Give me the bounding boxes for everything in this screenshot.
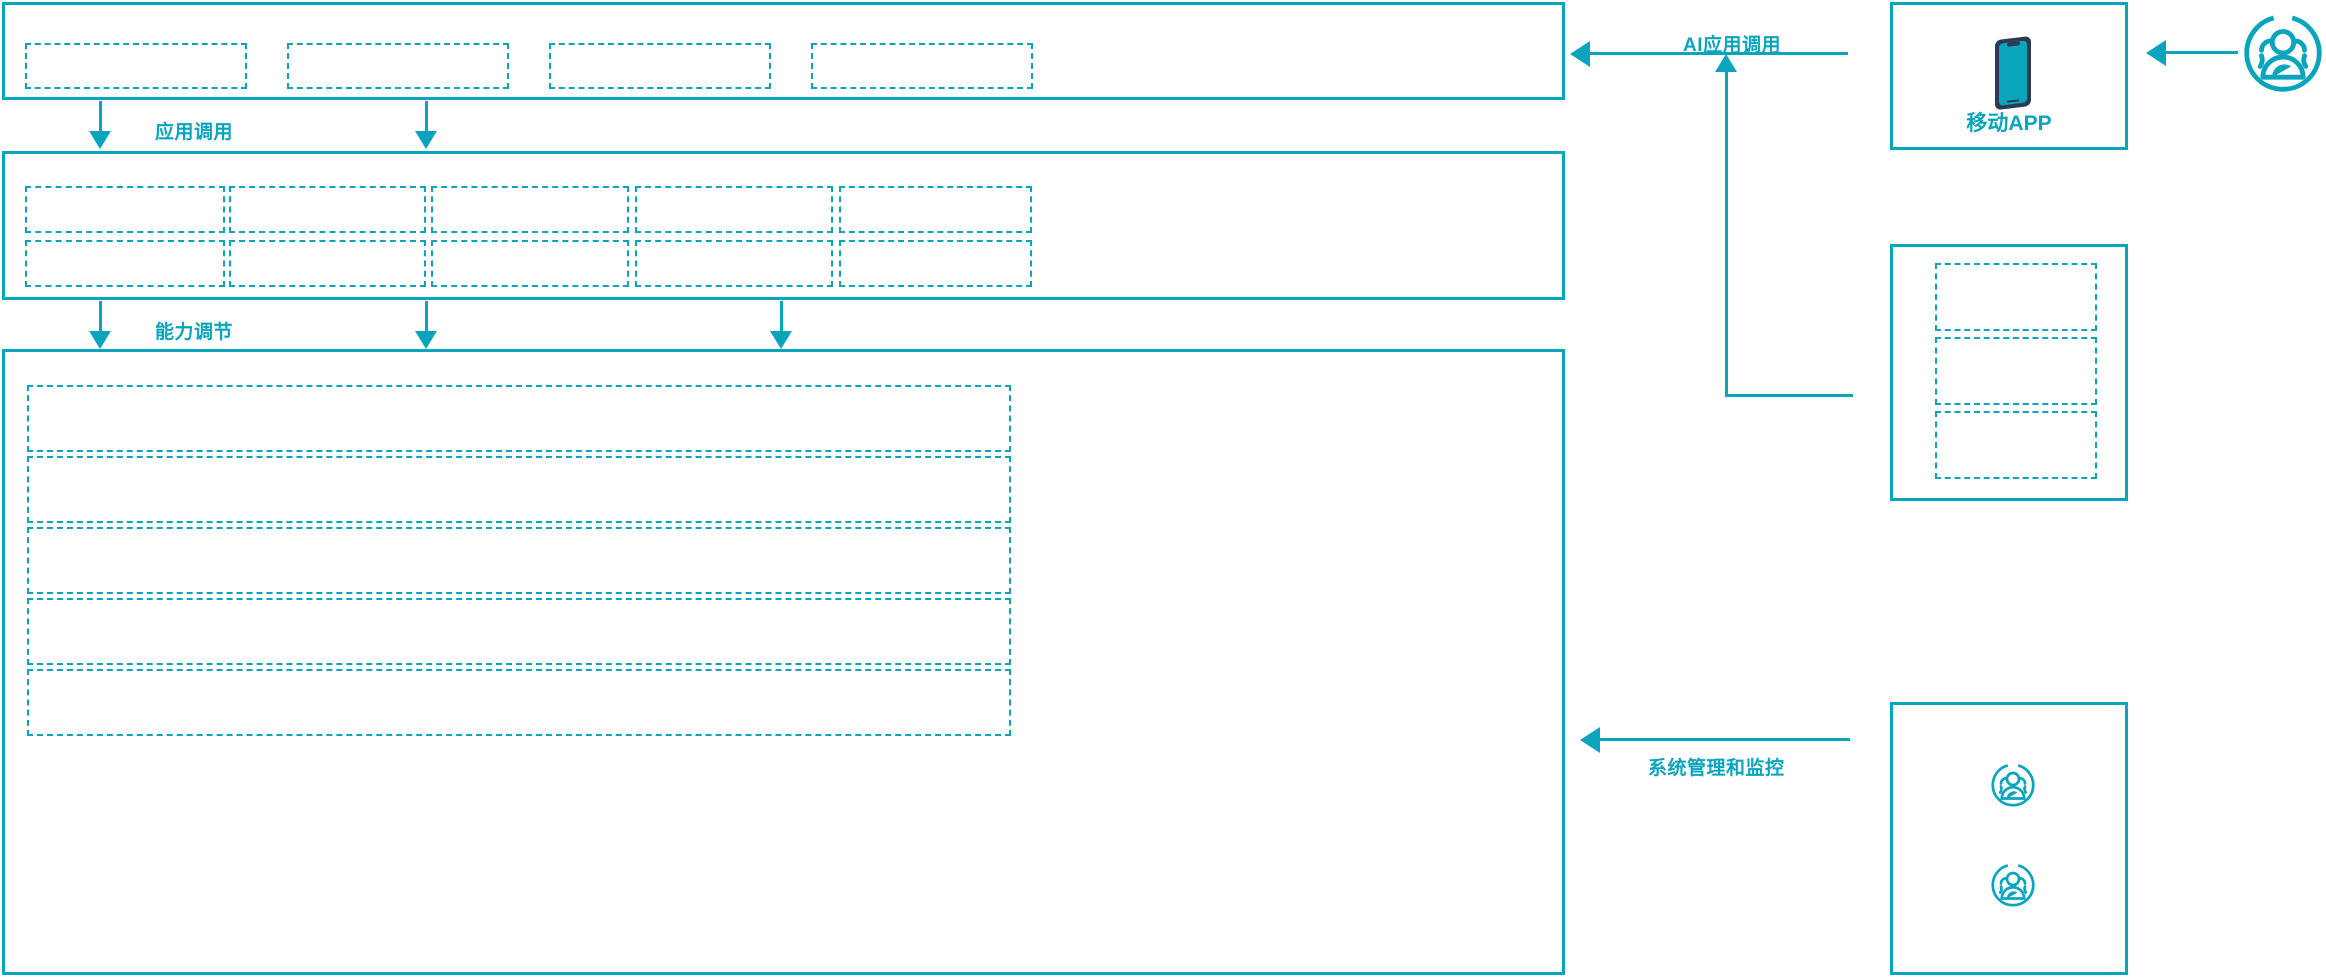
channel-riser-vline (1725, 72, 1728, 397)
capability-adjust-arrowhead-left (89, 331, 111, 349)
capability-adjust-connector-left (99, 301, 102, 343)
capability-slot[interactable] (635, 240, 833, 287)
infrastructure-slot[interactable] (27, 527, 1011, 594)
capability-slot[interactable] (229, 186, 426, 233)
infrastructure-slot[interactable] (27, 598, 1011, 665)
capability-adjust-arrowhead-right (770, 331, 792, 349)
capability-adjust-connector-right (780, 301, 783, 343)
application-slot[interactable] (549, 43, 771, 89)
capability-slot[interactable] (25, 186, 225, 233)
channel-slot[interactable] (1935, 337, 2097, 405)
end-user-to-app-arrowhead (2146, 40, 2166, 66)
operator-icon-secondary (1989, 861, 2037, 909)
channel-riser-hline (1725, 394, 1853, 397)
channel-slot[interactable] (1935, 263, 2097, 331)
application-slot[interactable] (811, 43, 1033, 89)
end-user-actor (2240, 10, 2326, 96)
users-group-icon (2244, 14, 2322, 92)
flow-label-capability-adjust: 能力调节 (155, 322, 234, 343)
capability-adjust-arrowhead-mid (415, 331, 437, 349)
application-slot[interactable] (25, 43, 247, 89)
infrastructure-layer-panel (2, 349, 1565, 975)
app-invoke-arrowhead-left (89, 131, 111, 149)
flow-label-system-mgmt: 系统管理和监控 (1648, 758, 1785, 779)
mobile-phone-icon (1989, 33, 2037, 117)
capability-adjust-connector-mid (425, 301, 428, 343)
flow-label-ai-app-invoke: AI应用调用 (1683, 35, 1782, 56)
capability-slot[interactable] (431, 186, 629, 233)
flow-label-app-invoke: 应用调用 (155, 122, 234, 143)
infrastructure-slot[interactable] (27, 669, 1011, 736)
channel-slot[interactable] (1935, 411, 2097, 479)
mobile-app-panel: 移动APP (1890, 2, 2128, 150)
ai-app-invoke-arrowhead (1570, 41, 1590, 67)
app-invoke-arrowhead-right (415, 131, 437, 149)
users-group-icon (1991, 863, 2035, 907)
capability-slot[interactable] (839, 186, 1032, 233)
infrastructure-slot[interactable] (27, 456, 1011, 523)
operations-panel (1890, 702, 2128, 975)
end-user-to-app-line (2166, 51, 2238, 54)
capability-layer-panel (2, 151, 1565, 300)
capability-slot[interactable] (25, 240, 225, 287)
system-mgmt-line (1600, 738, 1850, 741)
capability-slot[interactable] (635, 186, 833, 233)
infrastructure-slot[interactable] (27, 385, 1011, 452)
channel-panel-outer (1890, 244, 2128, 501)
app-invoke-connector-right (425, 101, 428, 143)
ai-app-invoke-line (1590, 52, 1848, 55)
operator-icon-primary (1989, 761, 2037, 809)
capability-slot[interactable] (839, 240, 1032, 287)
application-layer-panel (2, 2, 1565, 100)
mobile-app-caption: 移动APP (1966, 112, 2052, 135)
capability-slot[interactable] (431, 240, 629, 287)
channel-riser-arrowhead (1715, 54, 1737, 72)
capability-slot[interactable] (229, 240, 426, 287)
app-invoke-connector-left (99, 101, 102, 143)
users-group-icon (1991, 763, 2035, 807)
system-mgmt-arrowhead (1580, 727, 1600, 753)
application-slot[interactable] (287, 43, 509, 89)
